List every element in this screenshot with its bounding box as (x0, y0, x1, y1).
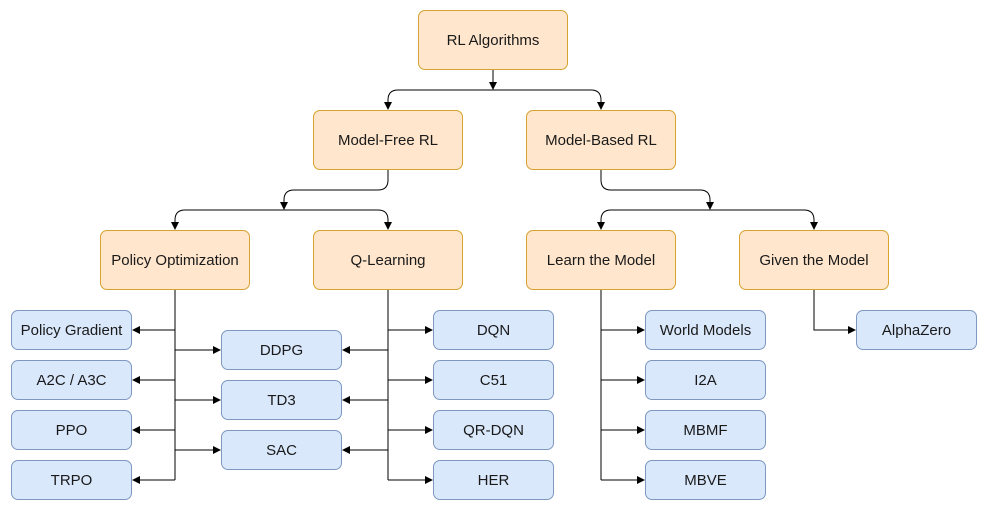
node-mbmf: MBMF (645, 410, 766, 450)
node-policy-gradient: Policy Gradient (11, 310, 132, 350)
node-alphazero: AlphaZero (856, 310, 977, 350)
node-c51: C51 (433, 360, 554, 400)
node-trpo: TRPO (11, 460, 132, 500)
node-ppo: PPO (11, 410, 132, 450)
node-policy-optimization: Policy Optimization (100, 230, 250, 290)
node-a2c-a3c: A2C / A3C (11, 360, 132, 400)
node-rl-algorithms: RL Algorithms (418, 10, 568, 70)
edge-model-based-to-given-the-model (710, 209, 818, 230)
node-qr-dqn: QR-DQN (433, 410, 554, 450)
node-ddpg: DDPG (221, 330, 342, 370)
node-dqn: DQN (433, 310, 554, 350)
node-learn-the-model: Learn the Model (526, 230, 676, 290)
node-i2a: I2A (645, 360, 766, 400)
node-model-free-rl: Model-Free RL (313, 110, 463, 170)
node-her: HER (433, 460, 554, 500)
edge-model-free-to-policy-optimization (171, 209, 284, 230)
edge-root-to-model-based (493, 89, 605, 110)
edge-model-based-trunk (600, 170, 714, 210)
node-world-models: World Models (645, 310, 766, 350)
edge-model-free-to-q-learning (284, 209, 392, 230)
node-q-learning: Q-Learning (313, 230, 463, 290)
edge-model-free-trunk (280, 170, 389, 210)
node-mbve: MBVE (645, 460, 766, 500)
node-td3: TD3 (221, 380, 342, 420)
edge-root-to-model-free (384, 89, 493, 110)
edge-to-alphazero (813, 290, 856, 334)
edge-model-based-to-learn-the-model (597, 209, 710, 230)
node-model-based-rl: Model-Based RL (526, 110, 676, 170)
node-given-the-model: Given the Model (739, 230, 889, 290)
node-sac: SAC (221, 430, 342, 470)
